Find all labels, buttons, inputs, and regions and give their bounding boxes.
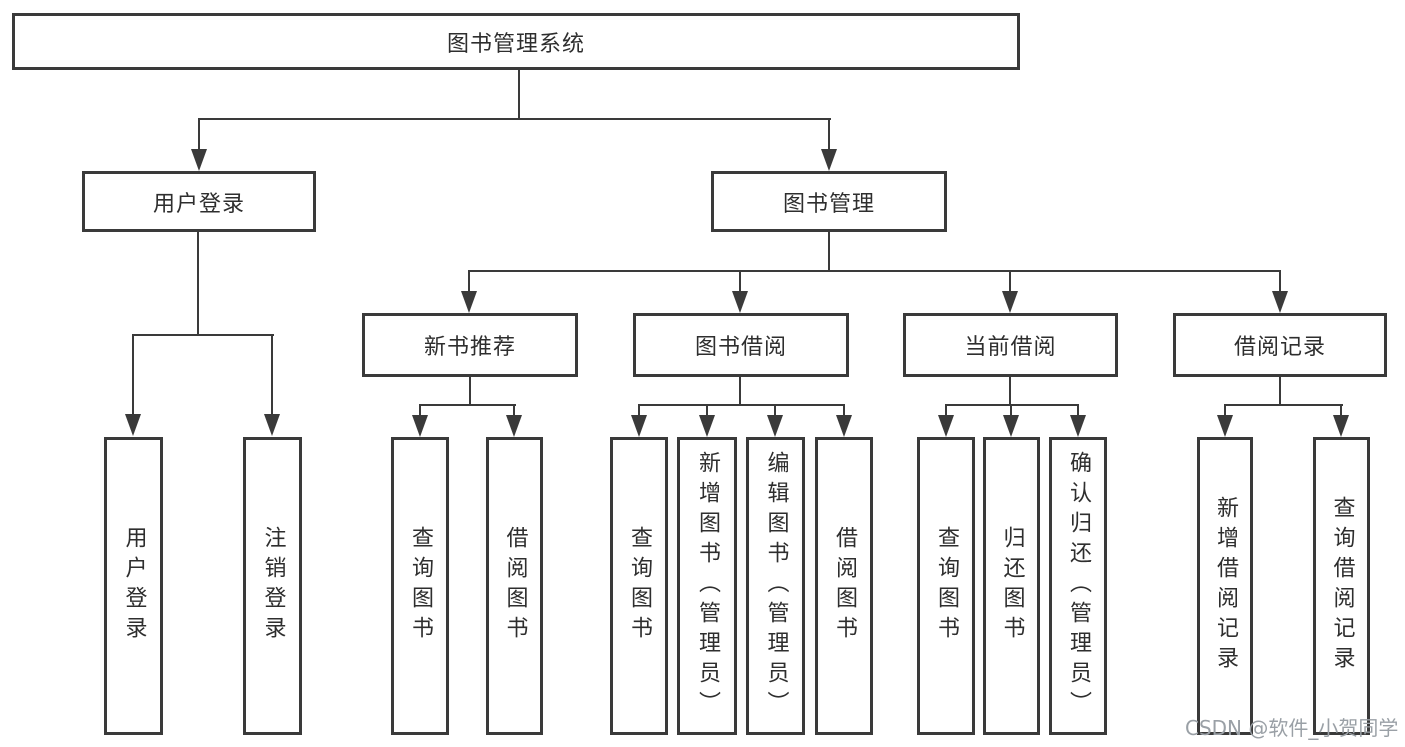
- connector-line: [1224, 404, 1226, 416]
- arrow-down-icon: [125, 414, 141, 436]
- arrow-down-icon: [264, 414, 280, 436]
- leaf-borrow-books: 借阅图书: [815, 437, 873, 735]
- node-book-borrowing: 图书借阅: [633, 313, 849, 377]
- arrow-down-icon: [821, 149, 837, 171]
- connector-line: [271, 334, 273, 416]
- connector-line: [1279, 377, 1281, 406]
- arrow-down-icon: [1272, 291, 1288, 313]
- arrow-down-icon: [631, 415, 647, 437]
- connector-line: [419, 404, 421, 416]
- arrow-down-icon: [699, 415, 715, 437]
- connector-line: [469, 377, 471, 406]
- connector-line: [197, 232, 199, 336]
- node-new-book-recommend: 新书推荐: [362, 313, 578, 377]
- leaf-recommend-query-books: 查询图书: [391, 437, 449, 735]
- arrow-down-icon: [1333, 415, 1349, 437]
- csdn-watermark: CSDN @软件_小贺同学: [1185, 716, 1399, 740]
- connector-line: [198, 118, 831, 120]
- leaf-user-login: 用户登录: [104, 437, 163, 735]
- leaf-add-borrow-record: 新增借阅记录: [1197, 437, 1253, 735]
- connector-line: [1340, 404, 1342, 416]
- connector-line: [518, 68, 520, 120]
- arrow-down-icon: [836, 415, 852, 437]
- node-borrowing-records: 借阅记录: [1173, 313, 1387, 377]
- connector-line: [1279, 270, 1281, 292]
- connector-line: [132, 334, 274, 336]
- arrow-down-icon: [938, 415, 954, 437]
- leaf-edit-books-admin: 编辑图书（管理员）: [746, 437, 805, 735]
- leaf-recommend-borrow-books: 借阅图书: [486, 437, 543, 735]
- arrow-down-icon: [1070, 415, 1086, 437]
- node-current-borrowing: 当前借阅: [903, 313, 1118, 377]
- arrow-down-icon: [461, 291, 477, 313]
- connector-line: [513, 404, 515, 416]
- connector-line: [638, 404, 640, 416]
- connector-line: [468, 270, 470, 292]
- connector-line: [828, 232, 830, 272]
- connector-line: [1010, 404, 1012, 416]
- leaf-confirm-return-admin: 确认归还（管理员）: [1049, 437, 1107, 735]
- connector-line: [706, 404, 708, 416]
- arrow-down-icon: [732, 291, 748, 313]
- arrow-down-icon: [191, 149, 207, 171]
- node-book-management: 图书管理: [711, 171, 947, 232]
- connector-line: [468, 270, 1281, 272]
- connector-line: [739, 377, 741, 406]
- node-user-login: 用户登录: [82, 171, 316, 232]
- arrow-down-icon: [1217, 415, 1233, 437]
- leaf-query-borrow-record: 查询借阅记录: [1313, 437, 1370, 735]
- connector-line: [1077, 404, 1079, 416]
- connector-line: [638, 404, 845, 406]
- leaf-borrowing-query-books: 查询图书: [610, 437, 668, 735]
- connector-line: [774, 404, 776, 416]
- connector-line: [945, 404, 947, 416]
- leaf-add-books-admin: 新增图书（管理员）: [677, 437, 737, 735]
- connector-line: [132, 334, 134, 416]
- connector-line: [198, 118, 200, 151]
- connector-line: [1224, 404, 1343, 406]
- arrow-down-icon: [506, 415, 522, 437]
- connector-line: [843, 404, 845, 416]
- node-root-library-system: 图书管理系统: [12, 13, 1020, 70]
- arrow-down-icon: [1002, 291, 1018, 313]
- arrow-down-icon: [412, 415, 428, 437]
- arrow-down-icon: [1003, 415, 1019, 437]
- connector-line: [828, 118, 830, 151]
- connector-line: [419, 404, 516, 406]
- connector-line: [739, 270, 741, 292]
- leaf-logout: 注销登录: [243, 437, 302, 735]
- connector-line: [1009, 270, 1011, 292]
- connector-line: [945, 404, 1079, 406]
- leaf-return-books: 归还图书: [983, 437, 1040, 735]
- arrow-down-icon: [767, 415, 783, 437]
- connector-line: [1009, 377, 1011, 406]
- leaf-current-query-books: 查询图书: [917, 437, 975, 735]
